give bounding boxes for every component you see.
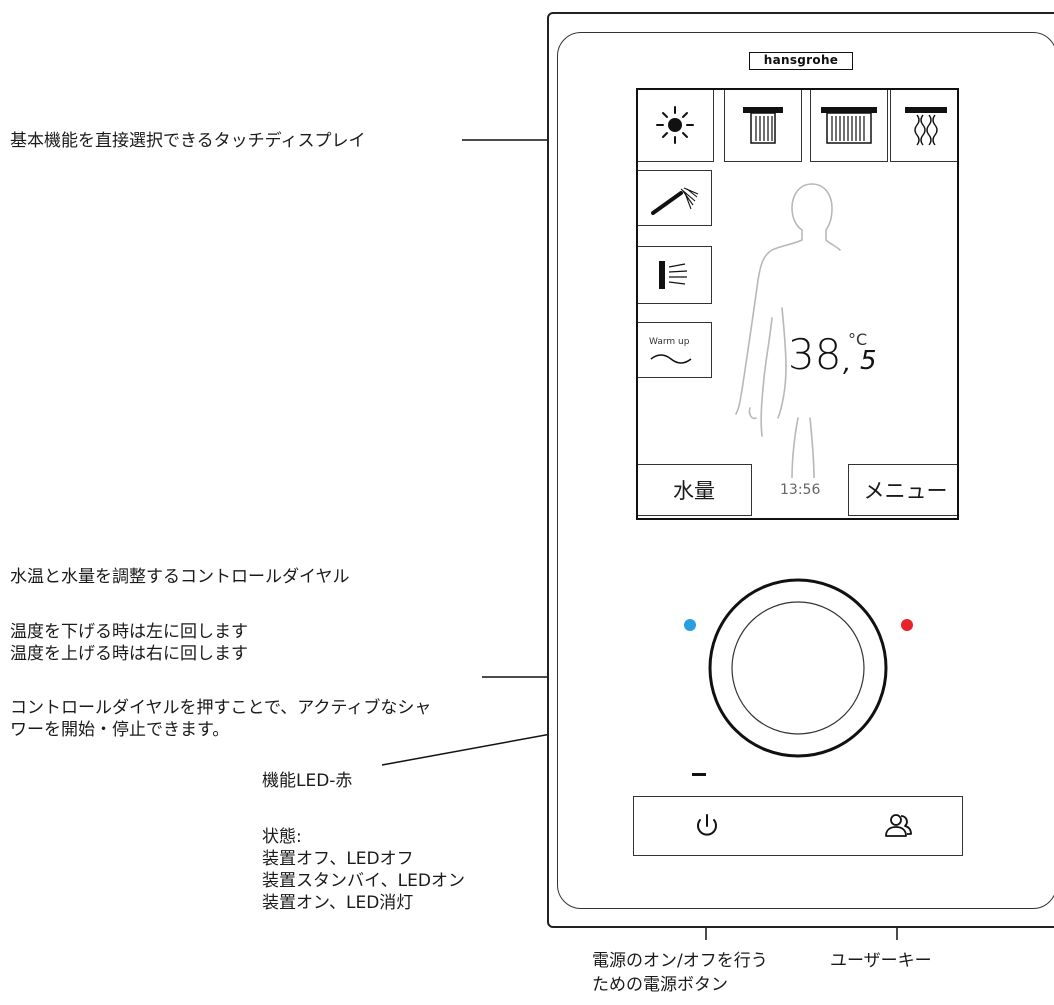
user-key-callout: ユーザーキー bbox=[830, 951, 932, 971]
user-key-button[interactable] bbox=[878, 806, 918, 846]
mode-button-warm-up[interactable]: Warm up bbox=[638, 322, 712, 378]
temperature-unit: °C bbox=[848, 330, 868, 349]
mode-button-light[interactable] bbox=[638, 90, 714, 162]
temperature-separator: , bbox=[843, 348, 852, 378]
dial-title-callout: 水温と水量を調整するコントロールダイヤル bbox=[10, 567, 350, 587]
mode-button-hand-shower[interactable] bbox=[638, 170, 712, 226]
clock-time: 13:56 bbox=[780, 482, 821, 498]
warm-up-label: Warm up bbox=[649, 337, 690, 347]
menu-button[interactable]: メニュー bbox=[848, 464, 957, 516]
led-state-2: 装置スタンバイ、LEDオン bbox=[262, 871, 465, 891]
touch-display[interactable]: Warm up 38 , 5 °C 水量 13:56 メニュー bbox=[636, 88, 959, 520]
dial-right-callout: 温度を上げる時は右に回します bbox=[10, 644, 248, 664]
body-silhouette-graphic bbox=[735, 183, 841, 478]
wide-rain-shower-icon bbox=[821, 107, 877, 144]
volume-button[interactable]: 水量 bbox=[638, 464, 752, 516]
dial-press-callout-line2: ワーを開始・停止できます。 bbox=[10, 720, 230, 740]
user-icon bbox=[885, 814, 912, 837]
brand-logo: hansgrohe bbox=[749, 52, 853, 70]
dial-press-callout-line1: コントロールダイヤルを押すことで、アクティブなシャ bbox=[10, 698, 432, 718]
mode-button-rain[interactable] bbox=[724, 90, 802, 162]
mode-button-massage[interactable] bbox=[890, 90, 957, 162]
led-state-1: 装置オフ、LEDオフ bbox=[262, 849, 414, 869]
led-state-3: 装置オン、LED消灯 bbox=[262, 893, 414, 913]
mode-button-wide-rain[interactable] bbox=[810, 90, 888, 162]
side-spray-icon bbox=[659, 261, 688, 289]
mode-button-side-spray[interactable] bbox=[638, 246, 712, 304]
volume-button-label: 水量 bbox=[673, 479, 715, 503]
power-button[interactable] bbox=[687, 806, 727, 846]
dial-left-callout: 温度を下げる時は左に回します bbox=[10, 622, 248, 642]
hand-shower-icon bbox=[651, 187, 699, 215]
led-state-heading: 状態: bbox=[262, 827, 302, 847]
massage-jet-icon bbox=[905, 107, 947, 146]
temperature-value: 38 bbox=[788, 330, 842, 379]
power-callout-line2: ための電源ボタン bbox=[592, 975, 728, 995]
touch-display-callout: 基本機能を直接選択できるタッチディスプレイ bbox=[10, 131, 366, 151]
warm-up-icon bbox=[650, 354, 692, 364]
power-icon bbox=[697, 814, 717, 836]
sun-icon bbox=[656, 106, 694, 144]
key-bar bbox=[633, 796, 963, 856]
power-callout-line1: 電源のオン/オフを行う bbox=[592, 951, 768, 971]
menu-button-label: メニュー bbox=[863, 479, 948, 503]
led-title-callout: 機能LED-赤 bbox=[262, 771, 353, 791]
temperature-decimal: 5 bbox=[860, 346, 877, 376]
rain-shower-icon bbox=[743, 107, 783, 144]
